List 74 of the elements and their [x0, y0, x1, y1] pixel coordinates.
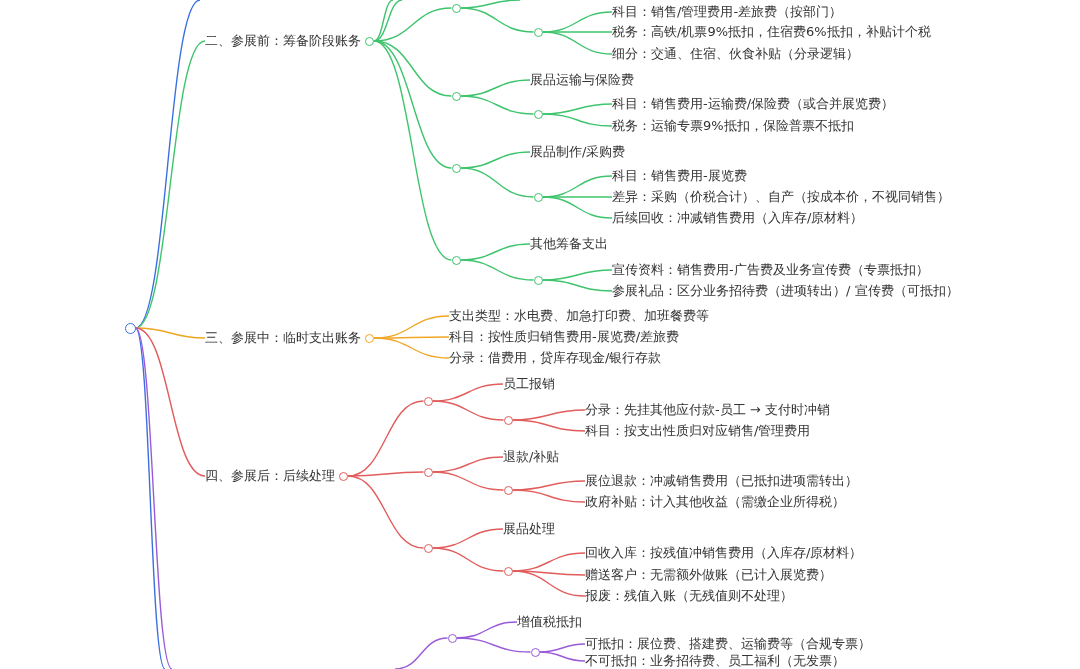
connector-line: [511, 419, 586, 432]
connector-line: [134, 327, 206, 339]
branch-label: 其他筹备支出: [530, 236, 608, 252]
connector-line: [347, 471, 425, 477]
junction-circle: [451, 163, 461, 173]
branch-label: 员工报销: [503, 376, 555, 392]
branch-label: 展品处理: [503, 521, 555, 537]
connector-line: [431, 547, 505, 572]
connector-line: [541, 31, 613, 55]
section-title: 四、参展后：后续处理: [205, 468, 335, 484]
branch-label: 增值税抵扣: [517, 614, 582, 630]
connector-line: [134, 327, 206, 477]
section-title: 二、参展前：筹备阶段账务: [205, 33, 361, 49]
connector-line: [455, 637, 532, 653]
connector-line: [538, 651, 586, 662]
detail-text: 分录：先挂其他应付款-员工 → 支付时冲销: [585, 402, 830, 418]
detail-text: 政府补贴：计入其他收益（需缴企业所得税）: [585, 494, 845, 510]
detail-text: 科目：销售费用-运输费/保险费（或合并展览费）: [612, 96, 895, 112]
detail-text: 支出类型：水电费、加急打印费、加班餐费等: [449, 308, 709, 324]
detail-text: 报废：残值入账（无残值则不处理）: [585, 588, 793, 604]
connector-line: [459, 167, 535, 198]
junction-circle: [447, 633, 457, 643]
detail-text: 参展礼品：区分业务招待费（进项转出）/ 宣传费（可抵扣）: [612, 283, 959, 299]
detail-text: 宣传资料：销售费用-广告费及业务宣传费（专票抵扣）: [612, 262, 929, 278]
detail-text: 可抵扣：展位费、搭建费、运输费等（合规专票）: [585, 636, 871, 652]
connector-line: [541, 279, 613, 292]
connector-line: [459, 7, 535, 33]
detail-text: 分录：借费用，贷库存现金/银行存款: [449, 350, 662, 366]
connector-line: [511, 489, 586, 503]
detail-text: 税务：运输专票9%抵扣，保险普票不抵扣: [612, 118, 854, 134]
connector-line: [347, 475, 425, 549]
junction-circle: [533, 27, 543, 37]
connector-line: [431, 400, 505, 421]
detail-text: 后续回收：冲减销售费用（入库存/原材料）: [612, 210, 864, 226]
connector-line: [459, 259, 535, 281]
detail-text: 不可抵扣：业务招待费、员工福利（无发票）: [585, 653, 845, 669]
branch-label: 展品运输与保险费: [530, 72, 634, 88]
detail-text: 展位退款：冲减销售费用（已抵扣进项需转出）: [585, 473, 858, 489]
connector-line: [541, 196, 613, 219]
junction-circle: [533, 109, 543, 119]
junction-circle: [423, 543, 433, 553]
junction-circle: [451, 3, 461, 13]
detail-text: 差异：采购（价税合计）、自产（按成本价，不视同销售）: [612, 189, 950, 205]
junction-circle: [451, 255, 461, 265]
junction-circle: [503, 415, 513, 425]
junction-circle: [423, 396, 433, 406]
detail-text: 税务：高铁/机票9%抵扣，住宿费6%抵扣，补贴计个税: [612, 24, 931, 40]
branch-label: 退款/补贴: [503, 449, 560, 465]
branch-label: 展品制作/采购费: [530, 144, 626, 160]
connector-line: [373, 0, 394, 42]
connector-line: [394, 637, 449, 669]
connector-line: [431, 471, 505, 491]
junction-circle: [530, 647, 540, 657]
detail-text: 科目：按性质归销售费用-展览费/差旅费: [449, 329, 680, 345]
detail-text: 细分：交通、住宿、伙食补贴（分录逻辑）: [612, 46, 859, 62]
connector-line: [459, 95, 535, 115]
section-title: 三、参展中：临时支出账务: [205, 330, 361, 346]
detail-text: 回收入库：按残值冲销售费用（入库存/原材料）: [585, 545, 863, 561]
junction-circle: [423, 467, 433, 477]
connector-line: [134, 327, 173, 669]
detail-text: 科目：销售/管理费用-差旅费（按部门）: [612, 4, 843, 20]
junction-circle: [503, 566, 513, 576]
junction-circle: [503, 485, 513, 495]
detail-text: 赠送客户：无需额外做账（已计入展览费）: [585, 567, 832, 583]
connector-line: [373, 40, 453, 261]
junction-circle: [451, 91, 461, 101]
connector-line: [511, 570, 586, 597]
junction-circle: [533, 275, 543, 285]
detail-text: 科目：按支出性质归对应销售/管理费用: [585, 423, 811, 439]
connector-line: [541, 113, 613, 127]
junction-circle: [533, 192, 543, 202]
connector-line: [373, 337, 450, 359]
root-circle: [124, 322, 136, 334]
detail-text: 科目：销售费用-展览费: [612, 168, 747, 184]
